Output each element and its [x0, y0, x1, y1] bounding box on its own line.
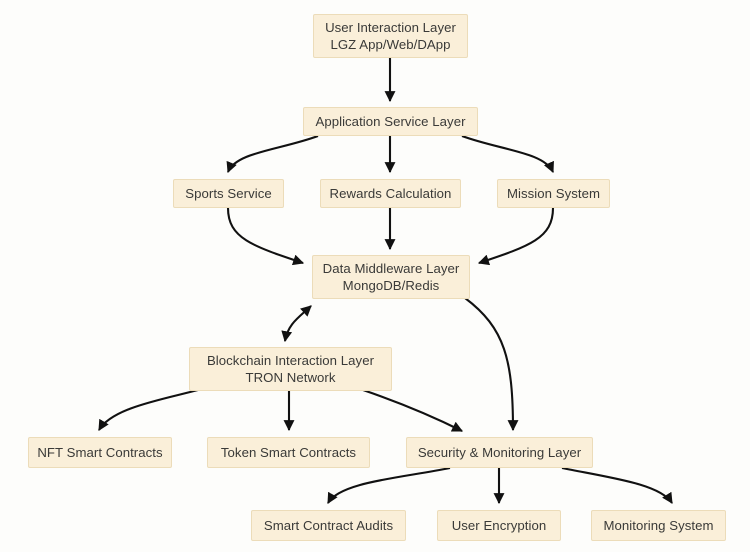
- edge-data-middleware-to-blockchain-interaction: [281, 305, 312, 343]
- node-rewards-calculation[interactable]: Rewards Calculation: [320, 179, 461, 208]
- node-data-middleware-layer[interactable]: Data Middleware Layer MongoDB/Redis: [312, 255, 470, 299]
- node-user-interaction-layer[interactable]: User Interaction Layer LGZ App/Web/DApp: [313, 14, 468, 58]
- edge-sports-service-to-data-middleware: [226, 207, 305, 266]
- node-user-interaction-layer-line1: User Interaction Layer: [325, 20, 456, 35]
- node-token-smart-contracts-line1: Token Smart Contracts: [220, 445, 357, 460]
- node-sports-service-line1: Sports Service: [185, 186, 272, 201]
- node-monitoring-system-line1: Monitoring System: [603, 518, 714, 533]
- node-user-interaction-layer-line2: LGZ App/Web/DApp: [330, 37, 451, 52]
- edge-application-service-to-mission-system: [461, 135, 554, 173]
- edge-security-monitoring-to-monitoring-system: [561, 466, 673, 504]
- node-user-encryption-line1: User Encryption: [451, 518, 547, 533]
- node-security-monitoring-layer[interactable]: Security & Monitoring Layer: [406, 437, 593, 468]
- edge-mission-system-to-data-middleware: [477, 207, 555, 266]
- node-mission-system-line1: Mission System: [506, 186, 601, 201]
- node-smart-contract-audits-line1: Smart Contract Audits: [263, 518, 394, 533]
- edge-data-middleware-to-security-monitoring: [464, 297, 519, 432]
- node-nft-smart-contracts-line1: NFT Smart Contracts: [37, 445, 163, 460]
- edge-security-monitoring-to-smart-contract-audits: [327, 466, 451, 504]
- node-nft-smart-contracts[interactable]: NFT Smart Contracts: [28, 437, 172, 468]
- node-sports-service[interactable]: Sports Service: [173, 179, 284, 208]
- edge-blockchain-interaction-to-nft-smart-contracts: [98, 388, 199, 431]
- node-application-service-layer-line1: Application Service Layer: [315, 114, 466, 129]
- node-blockchain-interaction-layer-line1: Blockchain Interaction Layer: [206, 353, 375, 368]
- node-data-middleware-layer-line2: MongoDB/Redis: [342, 278, 440, 293]
- edge-application-service-to-sports-service: [226, 135, 319, 174]
- node-monitoring-system[interactable]: Monitoring System: [591, 510, 726, 541]
- node-smart-contract-audits[interactable]: Smart Contract Audits: [251, 510, 406, 541]
- node-data-middleware-layer-line1: Data Middleware Layer: [322, 261, 460, 276]
- node-mission-system[interactable]: Mission System: [497, 179, 610, 208]
- node-blockchain-interaction-layer-line2: TRON Network: [245, 370, 336, 385]
- edge-blockchain-interaction-to-security-monitoring: [362, 389, 463, 432]
- node-security-monitoring-layer-line1: Security & Monitoring Layer: [417, 445, 582, 460]
- node-blockchain-interaction-layer[interactable]: Blockchain Interaction Layer TRON Networ…: [189, 347, 392, 391]
- node-rewards-calculation-line1: Rewards Calculation: [329, 186, 452, 201]
- node-user-encryption[interactable]: User Encryption: [437, 510, 561, 541]
- node-application-service-layer[interactable]: Application Service Layer: [303, 107, 478, 136]
- node-token-smart-contracts[interactable]: Token Smart Contracts: [207, 437, 370, 468]
